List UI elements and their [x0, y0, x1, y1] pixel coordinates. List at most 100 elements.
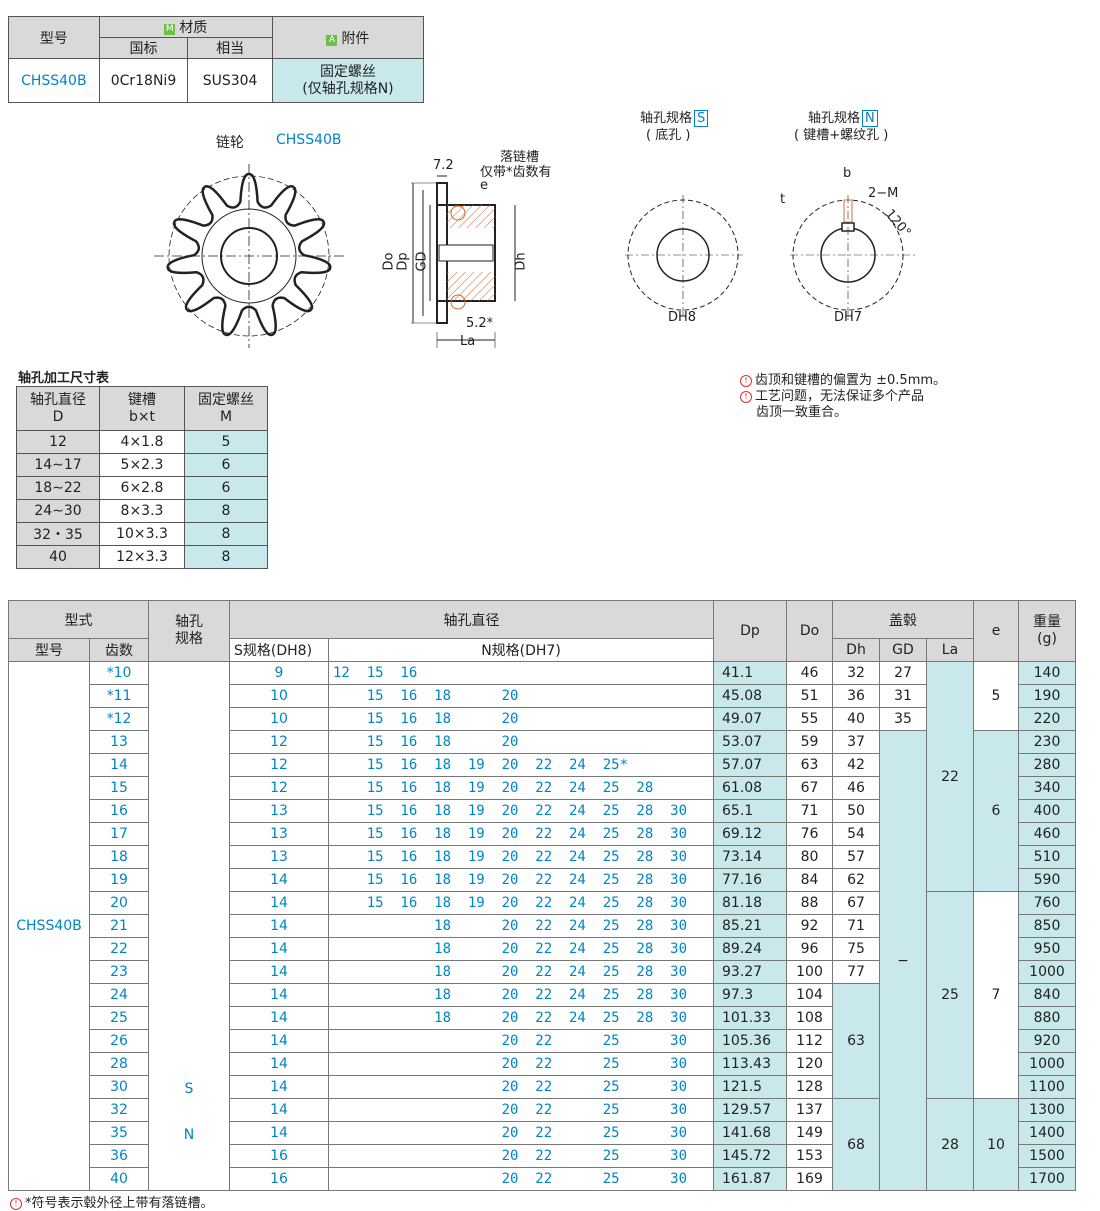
- spec-n: N: [183, 1127, 195, 1143]
- shaft-screw-cell: 5: [184, 430, 268, 454]
- note-3: 齿顶一致重合。: [756, 405, 848, 420]
- do-cell: 88: [786, 891, 833, 915]
- main-header-dh: Dh: [832, 638, 880, 662]
- shaft-header-d-a: 轴孔直径: [30, 391, 86, 408]
- main-header-hub: 盖毂: [832, 600, 974, 639]
- teeth-cell: 20: [89, 891, 149, 915]
- drawing-title: 链轮: [216, 135, 244, 151]
- groove-label-2: 仅带*齿数有: [480, 165, 552, 180]
- teeth-cell: *10: [89, 661, 149, 685]
- la-cell: 25: [926, 891, 974, 1099]
- teeth-cell: 23: [89, 960, 149, 984]
- weight-cell: 1700: [1018, 1167, 1076, 1191]
- do-cell: 92: [786, 914, 833, 938]
- s-spec-cell: 14: [229, 1098, 329, 1122]
- weight-cell: 280: [1018, 753, 1076, 777]
- main-header-type: 型式: [8, 600, 149, 639]
- weight-cell: 950: [1018, 937, 1076, 961]
- note-2: !工艺问题，无法保证多个产品: [740, 385, 924, 404]
- do-cell: 76: [786, 822, 833, 846]
- footer-note-text: *符号表示毂外径上带有落链槽。: [25, 1196, 214, 1211]
- dim-t: t: [780, 192, 786, 207]
- main-header-gd: GD: [879, 638, 927, 662]
- do-cell: 104: [786, 983, 833, 1007]
- dp-cell: 105.36: [713, 1029, 787, 1053]
- shaft-header-d-b: D: [52, 408, 64, 425]
- n-spec-cell: 20 22 25 30: [328, 1167, 714, 1191]
- gd-cell: −: [879, 730, 927, 1191]
- teeth-cell: *11: [89, 684, 149, 708]
- dh-cell: 68: [832, 1098, 880, 1191]
- dim-dp: Dp: [395, 252, 411, 271]
- weight-cell: 220: [1018, 707, 1076, 731]
- main-header-s: S规格(DH8): [229, 638, 329, 662]
- do-cell: 80: [786, 845, 833, 869]
- sprocket-front-view: [154, 164, 344, 348]
- dim-do: Do: [381, 252, 397, 271]
- shaft-key-cell: 6×2.8: [99, 476, 185, 500]
- dim-dh7: DH7: [834, 310, 863, 325]
- do-cell: 59: [786, 730, 833, 754]
- dim-dh8: DH8: [668, 310, 697, 325]
- shaft-header-key-a: 键槽: [128, 391, 156, 408]
- teeth-cell: 40: [89, 1167, 149, 1191]
- spec-n-tag: N: [862, 110, 878, 127]
- shaft-d-cell: 32・35: [16, 522, 100, 546]
- warning-icon: !: [740, 391, 752, 403]
- s-spec-cell: 14: [229, 1006, 329, 1030]
- weight-cell: 760: [1018, 891, 1076, 915]
- s-spec-cell: 14: [229, 983, 329, 1007]
- weight-cell: 880: [1018, 1006, 1076, 1030]
- do-cell: 137: [786, 1098, 833, 1122]
- groove-label-1: 落链槽: [500, 150, 540, 165]
- spec-n-title-text: 轴孔规格: [808, 111, 861, 126]
- spec-s-title-text: 轴孔规格: [640, 111, 693, 126]
- shaft-header-key-b: b×t: [128, 408, 156, 425]
- do-cell: 100: [786, 960, 833, 984]
- dh-cell: 71: [832, 914, 880, 938]
- do-cell: 120: [786, 1052, 833, 1076]
- shaft-d-cell: 18∼22: [16, 476, 100, 500]
- do-cell: 153: [786, 1144, 833, 1168]
- shaft-d-cell: 40: [16, 545, 100, 569]
- gd-cell: 31: [879, 684, 927, 708]
- main-header-diam: 轴孔直径: [229, 600, 714, 639]
- sprocket-side-view: [411, 175, 516, 348]
- dp-cell: 141.68: [713, 1121, 787, 1145]
- main-header-e: e: [973, 600, 1019, 662]
- main-header-la: La: [926, 638, 974, 662]
- do-cell: 169: [786, 1167, 833, 1191]
- accessory-line2: (仅轴孔规格N): [302, 80, 394, 97]
- teeth-cell: 21: [89, 914, 149, 938]
- warning-icon: !: [740, 375, 752, 387]
- bore-n-view: [790, 195, 918, 320]
- shaft-header-screw-a: 固定螺丝: [198, 391, 254, 408]
- n-spec-cell: 15 16 18 19 20 22 24 25*: [328, 753, 714, 777]
- teeth-cell: *12: [89, 707, 149, 731]
- dim-la: La: [460, 334, 476, 349]
- s-spec-cell: 10: [229, 684, 329, 708]
- dp-cell: 77.16: [713, 868, 787, 892]
- header-national: 国标: [98, 37, 189, 59]
- shaft-screw-cell: 8: [184, 499, 268, 523]
- n-spec-cell: 15 16 18 19 20 22 24 25 28 30: [328, 822, 714, 846]
- do-cell: 108: [786, 1006, 833, 1030]
- dp-cell: 41.1: [713, 661, 787, 685]
- do-cell: 112: [786, 1029, 833, 1053]
- dh-cell: 54: [832, 822, 880, 846]
